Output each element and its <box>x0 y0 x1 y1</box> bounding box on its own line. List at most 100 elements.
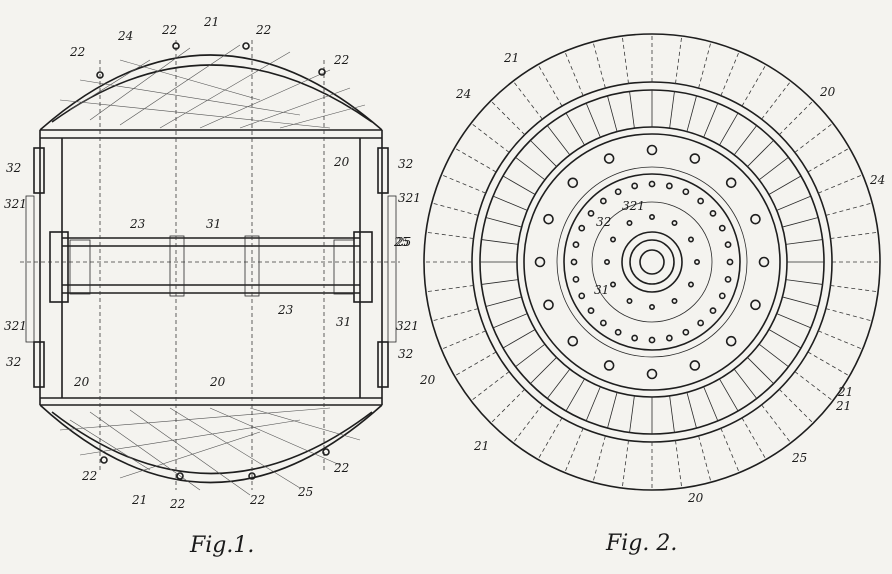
radial-segment-line <box>425 231 474 239</box>
radial-segment-line <box>720 428 740 473</box>
fig1-label: 23 <box>129 217 146 231</box>
bolt-hole <box>646 368 658 380</box>
radial-segment-line <box>778 388 814 424</box>
radial-segment-line <box>675 440 683 489</box>
bolt-hole <box>750 299 761 311</box>
fig1-label: 20 <box>333 155 350 169</box>
radial-segment-line <box>720 51 740 96</box>
bolt-hole <box>603 153 615 164</box>
fig1-label: 22 <box>161 23 177 37</box>
bolt-hole <box>626 297 633 304</box>
inner-segment-line <box>703 386 719 422</box>
fig1-label: 31 <box>336 315 351 329</box>
bolt-hole <box>665 334 673 342</box>
radial-segment-line <box>425 285 474 293</box>
inner-segment-line <box>502 329 536 349</box>
radial-segment-line <box>621 440 629 489</box>
bolt-hole <box>572 241 580 249</box>
fig1-label: 321 <box>396 319 419 333</box>
inner-segment-line <box>733 125 758 156</box>
bolt-hole <box>626 220 633 227</box>
bolt-hole <box>603 258 610 265</box>
fig1-drawing <box>20 40 400 496</box>
bolt-hole <box>599 319 607 327</box>
fig1-label: 321 <box>398 191 421 205</box>
radial-segment-line <box>537 417 563 460</box>
bolt-hole <box>610 281 617 288</box>
bolt-hole <box>718 292 726 300</box>
radial-segment-line <box>761 404 792 444</box>
fig1-label: 32 <box>398 157 413 171</box>
radial-segment-line <box>441 330 486 350</box>
inner-segment-line <box>629 91 635 129</box>
inner-segment-line <box>607 392 618 429</box>
bolt-hole <box>572 275 580 283</box>
fig2-label: 321 <box>622 199 645 213</box>
radial-segment-line <box>818 174 863 194</box>
radial-segment-line <box>794 371 834 402</box>
radial-segment-line <box>675 35 683 84</box>
bolt-hole <box>697 319 705 327</box>
radial-segment-line <box>470 371 510 402</box>
fig1-caption: Fig.1. <box>189 533 254 558</box>
bolt-hole <box>599 197 607 205</box>
fig1-label: 20 <box>209 375 226 389</box>
inner-segment-line <box>758 156 789 181</box>
inner-segment-line <box>485 217 522 228</box>
radial-segment-line <box>818 330 863 350</box>
radial-segment-line <box>454 147 497 173</box>
fig2-label: 24 <box>455 87 471 101</box>
radial-segment-line <box>490 388 526 424</box>
fig1-label: 21 <box>203 15 219 29</box>
fig1-label: 32 <box>398 347 413 361</box>
fig2-drawing <box>423 33 881 491</box>
fig1-label: 25 <box>297 485 313 499</box>
inner-segment-line <box>782 296 819 307</box>
inner-segment-line <box>546 125 571 156</box>
radial-segment-line <box>825 202 873 216</box>
inner-segment-line <box>585 102 601 138</box>
fig2-label: 20 <box>687 491 704 505</box>
inner-segment-line <box>686 392 697 429</box>
radial-segment-line <box>441 174 486 194</box>
inner-segment-line <box>481 279 519 285</box>
bolt-hole <box>534 256 546 268</box>
fig2-label: 20 <box>819 85 836 99</box>
fig1-bottom-hatch <box>59 407 361 496</box>
radial-segment-line <box>830 231 879 239</box>
inner-segment-line <box>776 195 812 211</box>
inner-segment-line <box>515 343 546 368</box>
bolt-hole <box>603 360 615 371</box>
bolt-hole <box>687 281 694 288</box>
inner-segment-line <box>758 343 789 368</box>
bolt-hole <box>682 328 690 336</box>
radial-segment-line <box>830 285 879 293</box>
radial-segment-line <box>741 417 767 460</box>
fig1-label: 321 <box>4 197 27 211</box>
fig2-label: 21 <box>835 399 851 413</box>
fig1-label: 32 <box>6 161 21 175</box>
bolt-hole <box>646 144 658 156</box>
fig2-label: 21 <box>503 51 519 65</box>
fig1-label: 31 <box>206 217 221 231</box>
bolt-hole <box>587 307 595 315</box>
inner-segment-line <box>733 368 758 399</box>
bolt-hole <box>750 213 761 225</box>
inner-segment-line <box>485 296 522 307</box>
fig2-label: 31 <box>594 283 609 297</box>
inner-segment-line <box>669 395 675 433</box>
fig2-radial-lines <box>424 34 880 490</box>
fig2-label: 25 <box>791 451 807 465</box>
inner-segment-line <box>565 112 585 146</box>
radial-segment-line <box>621 35 629 84</box>
radial-segment-line <box>807 351 850 377</box>
inner-segment-line <box>768 329 802 349</box>
bolt-hole <box>718 224 726 232</box>
fig2-label: 24 <box>869 173 885 187</box>
fig1-label: 24 <box>117 29 133 43</box>
radial-segment-line <box>490 100 526 136</box>
radial-segment-line <box>698 41 712 89</box>
inner-segment-line <box>492 195 528 211</box>
bolt-hole <box>665 182 673 190</box>
